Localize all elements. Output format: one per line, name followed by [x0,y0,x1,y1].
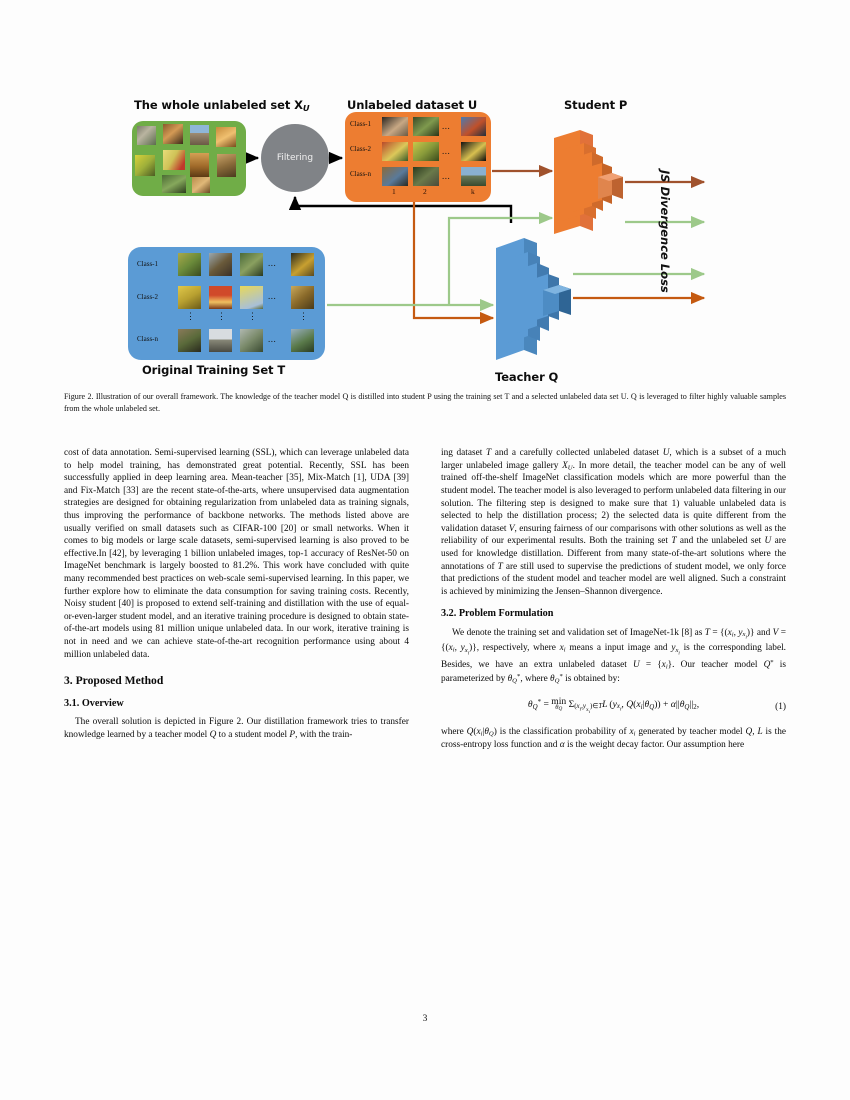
rp1-f: and the unlabeled set [676,536,765,547]
rp1-h: are still used to supervise the predicti… [441,561,786,597]
js-divergence-loss-label: JS Divergence Loss [658,170,672,293]
training-row-label-3: Class-n [137,335,158,343]
unlabeled-row-label-1: Class-1 [350,120,371,128]
unlabeled-col-label-2: 2 [423,187,427,196]
right-paragraph-2: We denote the training set and validatio… [441,627,786,685]
figure-graphics [244,130,706,360]
unlabeled-ellipsis-3: ... [442,171,451,181]
filtering-node: Filtering [261,124,329,192]
rp1-e: , ensuring fairness of our comparisons w… [441,523,787,547]
training-vdots-4: ⋮ [299,311,308,321]
rp2-h: , where [520,673,551,684]
training-ellipsis-2: ... [268,291,277,301]
unlabeled-dataset-box: Class-1 Class-2 Class-n ... ... ... 1 2 … [345,112,491,202]
rp1-a: ing dataset [441,448,486,458]
page-number: 3 [422,1014,428,1024]
equation-number: (1) [775,701,786,712]
rp3-f: is the weight decay factor. Our assumpti… [564,739,745,750]
unlabeled-col-label-3: k [471,187,475,196]
filtering-label: Filtering [276,153,314,163]
original-training-set-box: Class-1 Class-2 Class-n ... ... ... ⋮ ⋮ … [128,247,325,360]
rp3-b: is the classification probability of [496,727,630,738]
left-p2-c: , with the train- [295,729,353,740]
left-paragraph-2: The overall solution is depicted in Figu… [64,717,409,740]
rp1-d: . In more detail, the teacher model can … [441,460,786,534]
teacher-network-icon [496,238,571,360]
left-p2-b: to a student model [216,729,290,740]
rp3-a: where [441,727,467,738]
unlabeled-row-label-3: Class-n [350,170,371,178]
rp2-c: , respectively, where [476,643,560,654]
rp3-e: is the cross-entropy loss function and [441,727,786,750]
figure-title-training-set: Original Training Set T [142,363,286,377]
training-ellipsis-1: ... [268,258,277,268]
rp2-e: is the corresponding label. Besides, we … [441,643,786,671]
training-vdots-2: ⋮ [217,311,226,321]
left-paragraph-1: cost of data annotation. Semi-supervised… [64,448,409,660]
rp2-f: . Our teacher model [672,660,764,671]
rp2-a: We denote the training set and validatio… [452,627,705,638]
subsection-heading-3-1: 3.1. Overview [64,698,124,709]
rp1-c: , which is a subset of a much larger unl… [441,448,786,471]
rp1-b: and a carefully collected unlabeled data… [491,448,663,458]
figure-title-unlabeled-dataset: Unlabeled dataset U [347,98,478,112]
figure-title-whole-set: The whole unlabeled set XU [134,98,310,114]
training-row-label-2: Class-2 [137,293,158,301]
unlabeled-ellipsis-2: ... [442,146,451,156]
student-network-icon [554,130,623,234]
whole-unlabeled-set-box [132,121,246,196]
training-vdots-3: ⋮ [248,311,257,321]
body-column-left: cost of data annotation. Semi-supervised… [64,447,409,741]
rp2-g: is parameterized by [441,660,786,684]
body-column-right: ing dataset T and a carefully collected … [441,447,786,751]
unlabeled-ellipsis-1: ... [442,121,451,131]
section-heading-3: 3. Proposed Method [64,674,164,688]
rp3-c: generated by teacher model [635,727,746,738]
training-row-label-1: Class-1 [137,260,158,268]
rp2-i: is obtained by: [562,673,620,684]
right-paragraph-1: ing dataset T and a carefully collected … [441,448,787,597]
figure-title-teacher: Teacher Q [495,370,559,384]
training-ellipsis-3: ... [268,334,277,344]
subsection-heading-3-2: 3.2. Problem Formulation [441,608,554,620]
unlabeled-col-label-1: 1 [392,187,396,196]
left-p2-a: The overall solution is depicted in Figu… [64,717,409,740]
right-paragraph-3: where Q(xi|θQ) is the classification pro… [441,727,786,750]
rp2-d: means a input image and [565,643,672,654]
unlabeled-row-label-2: Class-2 [350,145,371,153]
rp3-d: , [752,727,758,738]
figure-2: The whole unlabeled set XU Unlabeled dat… [64,78,786,384]
rp2-b: and [754,627,773,638]
rp1-g: are used for knowledge distillation. Dif… [441,536,786,572]
figure-caption: Figure 2. Illustration of our overall fr… [64,392,786,413]
figure-title-student: Student P [564,98,628,112]
training-vdots-1: ⋮ [186,311,195,321]
